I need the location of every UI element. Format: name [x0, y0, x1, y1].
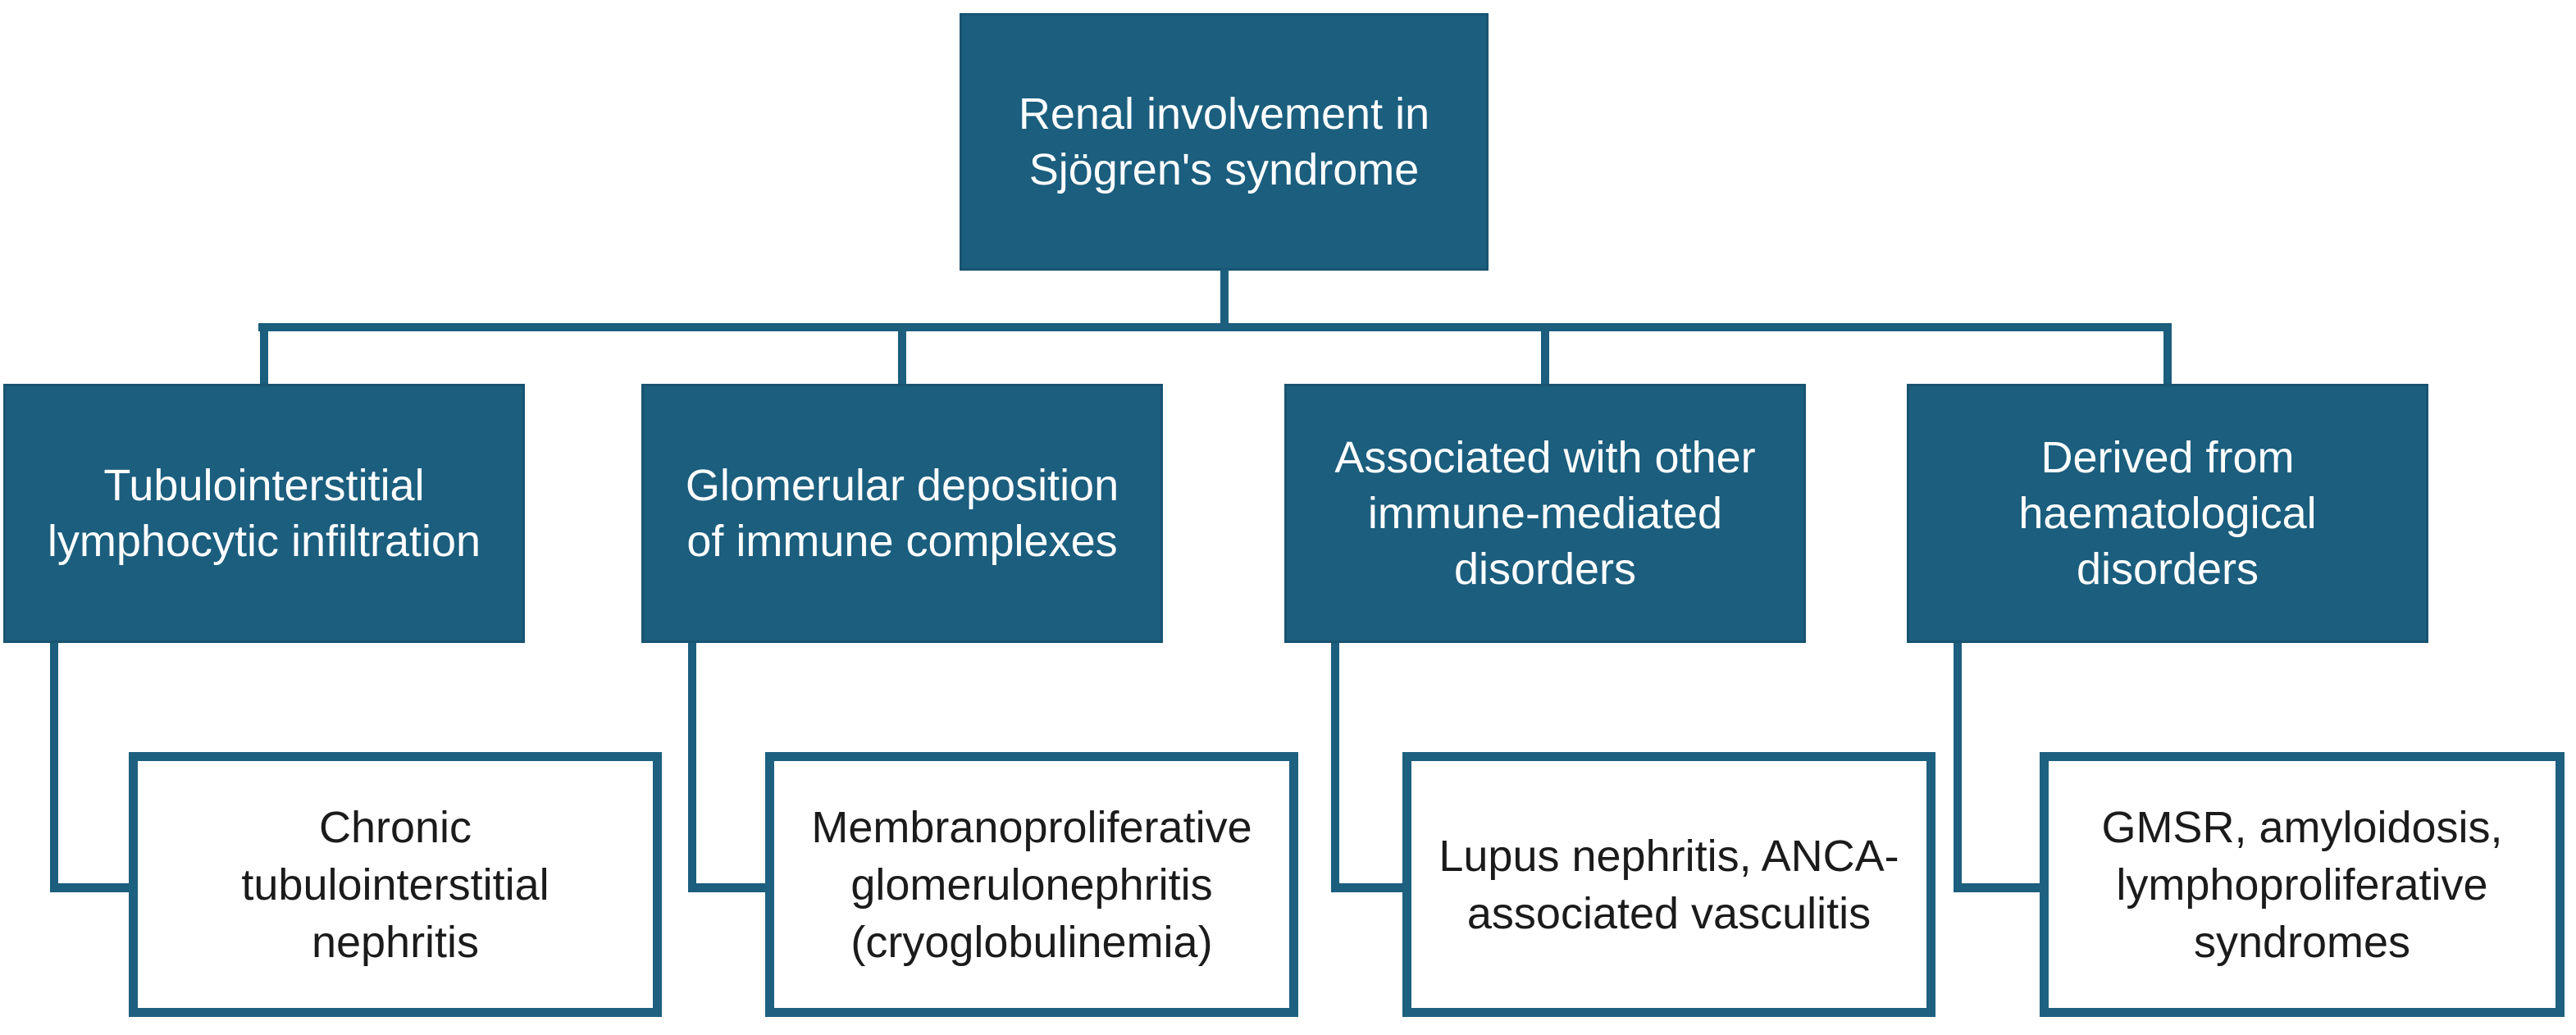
leaf-node-label: Lupus nephritis, ANCA- associated vascul… — [1438, 831, 1899, 938]
leaf-node-gmsr-amyloidosis: GMSR, amyloidosis, lymphoproliferative s… — [2040, 752, 2565, 1017]
connector-elbow-horizontal-2 — [688, 883, 765, 892]
leaf-node-lupus-anca: Lupus nephritis, ANCA- associated vascul… — [1402, 752, 1935, 1017]
leaf-node-mpgn: Membranoproliferative glomerulonephritis… — [765, 752, 1298, 1017]
connector-elbow-horizontal-1 — [50, 883, 129, 892]
connector-drop-branch-3 — [1541, 323, 1549, 384]
branch-node-label: Derived from haematological disorders — [2018, 433, 2317, 594]
connector-drop-branch-2 — [898, 323, 906, 384]
connector-elbow-horizontal-4 — [1954, 883, 2040, 892]
connector-horizontal-bus — [258, 323, 2172, 331]
connector-root-stem — [1220, 269, 1229, 326]
connector-elbow-vertical-1 — [50, 643, 58, 892]
root-node: Renal involvement in Sjögren's syndrome — [960, 13, 1489, 271]
connector-elbow-vertical-3 — [1331, 643, 1339, 892]
branch-node-label: Glomerular deposition of immune complexe… — [685, 461, 1119, 566]
connector-elbow-vertical-2 — [688, 643, 696, 892]
connector-elbow-vertical-4 — [1954, 643, 1962, 892]
branch-node-haematological: Derived from haematological disorders — [1907, 384, 2428, 643]
branch-node-glomerular-deposition: Glomerular deposition of immune complexe… — [641, 384, 1163, 643]
branch-node-label: Associated with other immune-mediated di… — [1334, 433, 1756, 594]
root-node-label: Renal involvement in Sjögren's syndrome — [1018, 89, 1430, 194]
connector-elbow-horizontal-3 — [1331, 883, 1402, 892]
connector-drop-branch-4 — [2163, 323, 2172, 384]
branch-node-label: Tubulointerstitial lymphocytic infiltrat… — [47, 461, 481, 566]
leaf-node-label: Membranoproliferative glomerulonephritis… — [811, 802, 1252, 967]
leaf-node-chronic-tin: Chronic tubulointerstitial nephritis — [129, 752, 662, 1017]
branch-node-immune-mediated: Associated with other immune-mediated di… — [1284, 384, 1806, 643]
connector-drop-branch-1 — [260, 323, 268, 384]
branch-node-tubulointerstitial: Tubulointerstitial lymphocytic infiltrat… — [3, 384, 525, 643]
leaf-node-label: GMSR, amyloidosis, lymphoproliferative s… — [2101, 802, 2503, 967]
leaf-node-label: Chronic tubulointerstitial nephritis — [241, 802, 549, 967]
